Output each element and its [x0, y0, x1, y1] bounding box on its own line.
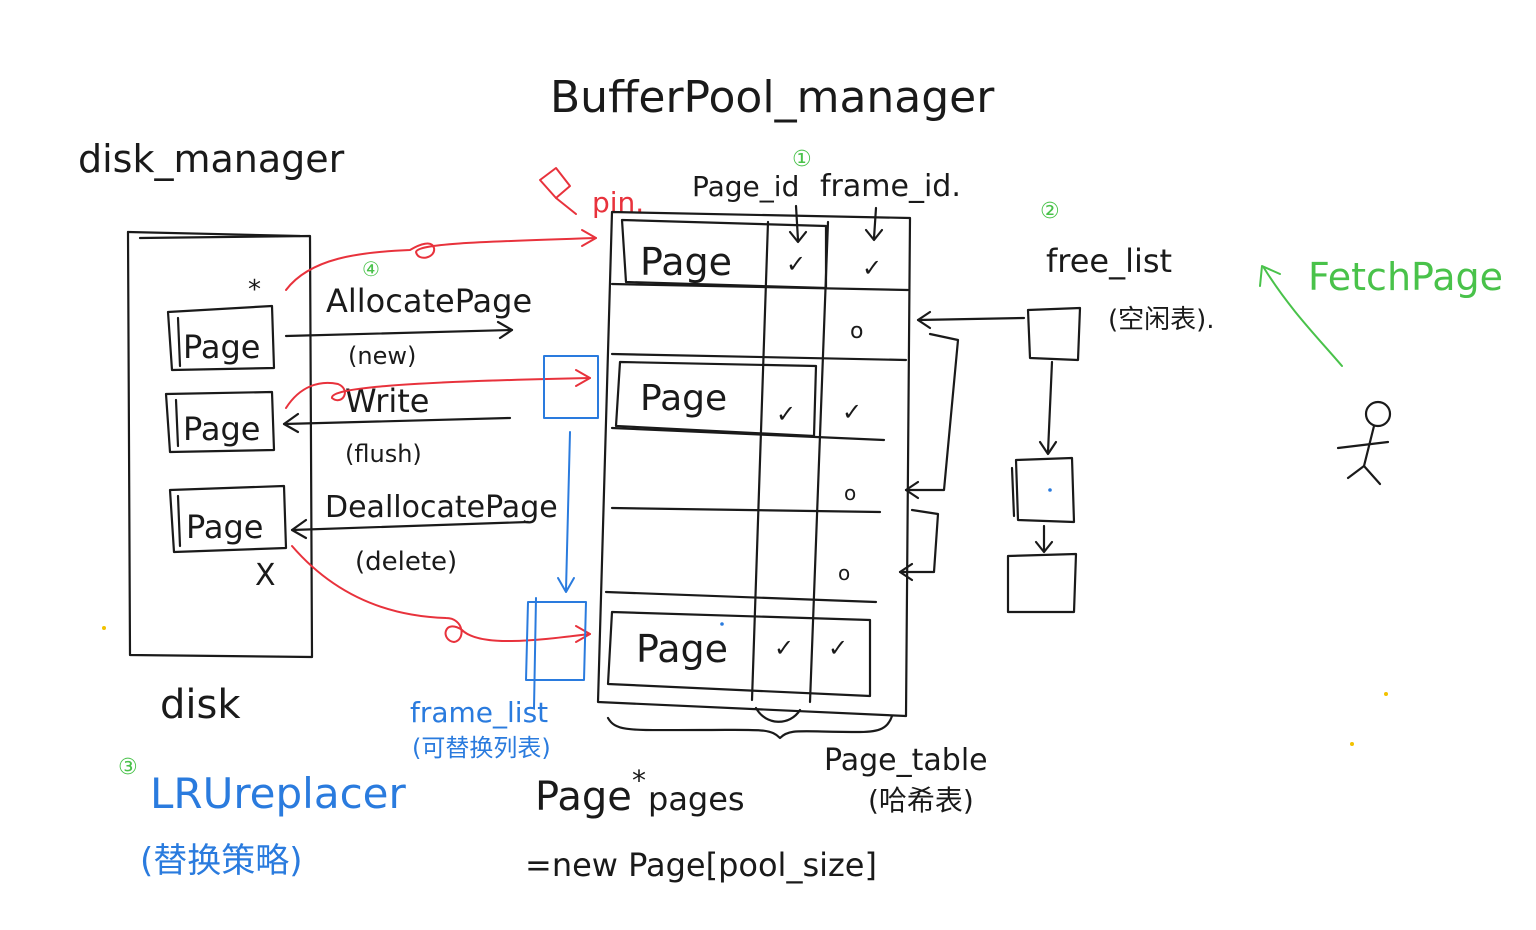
- pages-decl-star: *: [632, 764, 646, 797]
- row-4-empty: o: [844, 481, 856, 505]
- allocate-arrow: [284, 320, 514, 340]
- col-page-id: Page_id: [692, 170, 799, 203]
- pin-label: pin.: [592, 186, 644, 219]
- deallocate-label: DeallocatePage: [325, 490, 558, 525]
- free-list-label: free_list: [1046, 242, 1172, 280]
- page-table-brace: [606, 706, 894, 740]
- col-frame-id: frame_id.: [820, 169, 961, 204]
- stray-dot: [1384, 692, 1388, 696]
- frame-list-arrow: [557, 431, 575, 593]
- row-1-check-a: ✓: [786, 250, 806, 278]
- frame-list-label: frame_list: [410, 696, 548, 729]
- free-list-links: [1034, 360, 1058, 554]
- table-row: [606, 610, 872, 698]
- row-3-check-a: ✓: [776, 400, 796, 428]
- pages-decl-line2: =new Page[pool_size]: [525, 846, 877, 884]
- free-list-node-3: [1006, 552, 1078, 614]
- fetch-page-arrow: [1259, 265, 1343, 367]
- page-table-number: ①: [792, 147, 812, 172]
- disk-label: disk: [160, 682, 241, 728]
- allocate-number: ④: [362, 257, 380, 281]
- deallocate-arrow: [290, 518, 530, 540]
- row-6-check-b: ✓: [828, 634, 848, 662]
- red-arrow-write: [285, 369, 591, 409]
- fetch-page-label: FetchPage: [1308, 255, 1503, 299]
- frame-list-box-bottom: [525, 597, 587, 709]
- row-1-page: Page: [640, 240, 732, 284]
- free-list-node-1: [1026, 306, 1082, 362]
- write-arrow: [282, 412, 512, 434]
- row-3-page: Page: [640, 378, 727, 419]
- disk-page-3: [168, 484, 288, 554]
- row-3-check-b: ✓: [842, 398, 862, 426]
- disk-page-1-label: Page: [183, 328, 260, 366]
- free-list-node-2: [1010, 456, 1076, 524]
- lru-label: LRUreplacer: [150, 769, 407, 818]
- free-list-note: (空闲表).: [1108, 305, 1215, 335]
- frame-list-box-top: [543, 355, 599, 419]
- deallocate-note: (delete): [355, 547, 457, 577]
- row-6-page: Page: [636, 627, 728, 671]
- page-table-label: Page_table: [824, 743, 988, 778]
- lru-note: (替换策略): [140, 841, 303, 881]
- disk-page-2: [164, 390, 276, 454]
- red-arrow-allocate: [285, 229, 597, 291]
- deleted-mark: X: [255, 558, 276, 593]
- disk-star: *: [248, 275, 261, 305]
- frame-list-note: (可替换列表): [412, 734, 551, 762]
- write-label: Write: [345, 382, 429, 420]
- stray-dot: [102, 626, 106, 630]
- disk-page-2-label: Page: [183, 410, 260, 448]
- pages-decl-name: pages: [648, 780, 745, 818]
- disk-box: [126, 230, 314, 659]
- pages-decl-type: Page: [535, 774, 632, 820]
- disk-page-3-label: Page: [186, 508, 263, 546]
- user-figure-icon: [1336, 400, 1392, 486]
- pin-icon: [539, 167, 577, 215]
- free-list-to-table-arrows: [898, 310, 1026, 582]
- page-table-note: (哈希表): [868, 784, 974, 817]
- disk-page-1: [166, 304, 276, 372]
- row-2-empty: o: [850, 319, 863, 344]
- column-arrows: [788, 204, 884, 244]
- disk-manager-title: disk_manager: [78, 137, 345, 181]
- row-6-check-a: ✓: [774, 634, 794, 662]
- free-list-number: ②: [1040, 199, 1060, 224]
- row-5-empty: o: [838, 561, 850, 585]
- allocate-label: AllocatePage: [326, 282, 532, 320]
- table-row: [620, 218, 828, 290]
- stray-dot: [720, 622, 724, 626]
- write-note: (flush): [345, 440, 422, 468]
- lru-number: ③: [118, 755, 138, 780]
- row-1-check-b: ✓: [862, 254, 882, 282]
- table-row: [614, 360, 818, 438]
- stray-dot: [1350, 742, 1354, 746]
- stray-dot: [1048, 488, 1052, 492]
- allocate-note: (new): [348, 342, 416, 370]
- buffer-pool-title: BufferPool_manager: [550, 72, 995, 123]
- red-arrow-deallocate: [291, 545, 591, 643]
